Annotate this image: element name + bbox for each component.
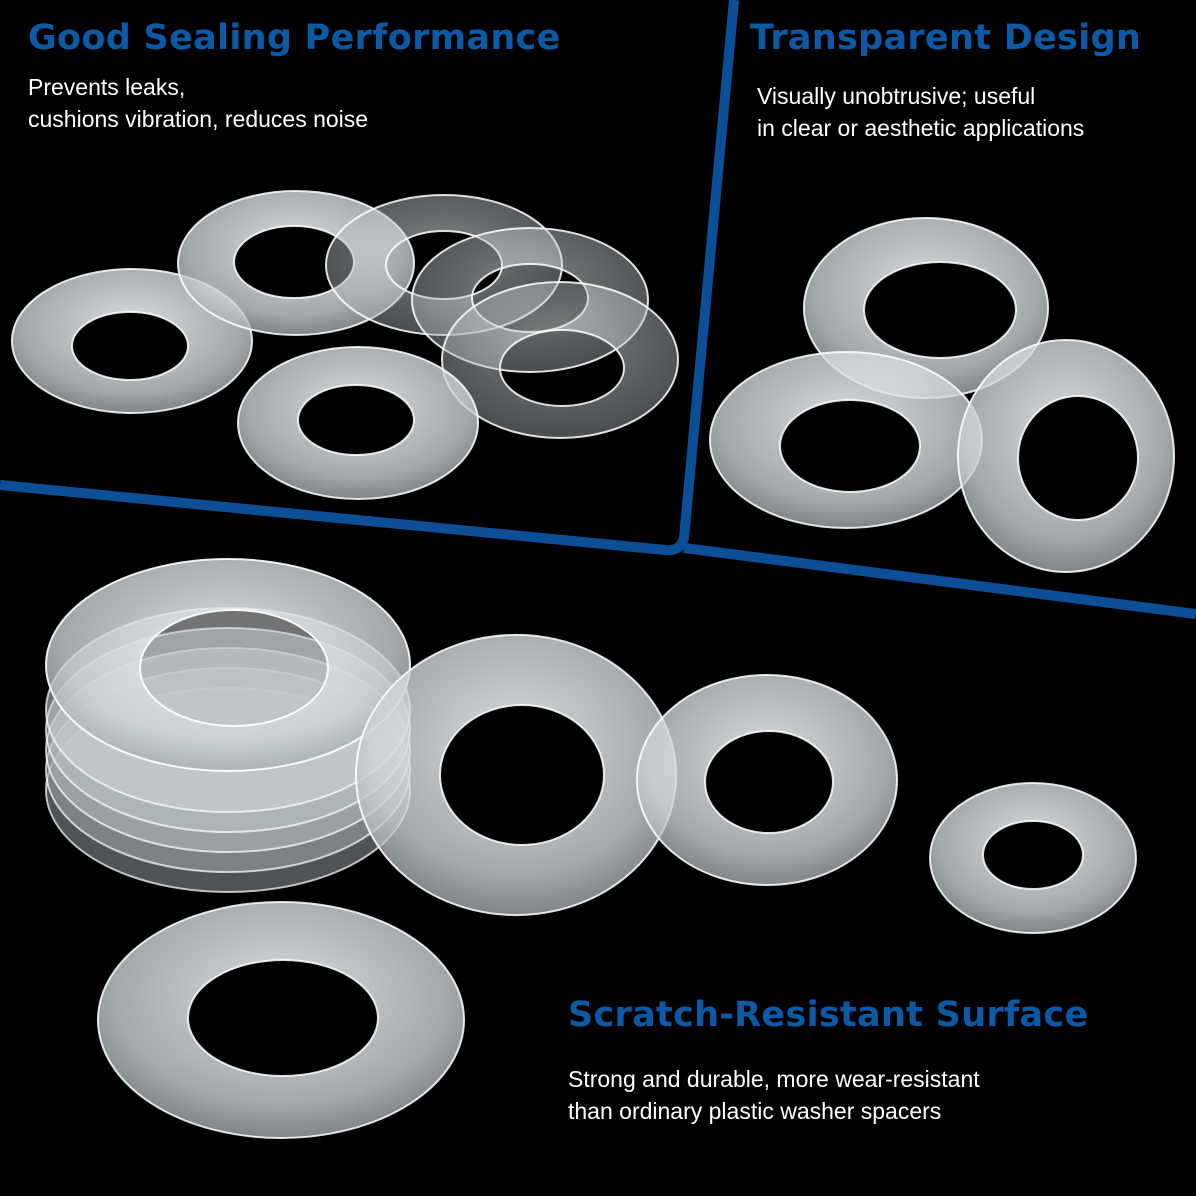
washer — [236, 346, 480, 500]
transparent-line: in clear or aesthetic applications — [757, 115, 1085, 141]
washer-stack — [44, 558, 412, 893]
scratch-title: Scratch-Resistant Surface — [568, 995, 1089, 1035]
washer — [708, 351, 984, 529]
sealing-description: Prevents leaks, cushions vibration, redu… — [28, 71, 368, 135]
washer — [956, 339, 1176, 573]
washer — [10, 268, 254, 414]
washer — [96, 901, 466, 1139]
transparent-title: Transparent Design — [750, 18, 1142, 58]
panel-dividers — [0, 0, 1196, 619]
washer — [440, 281, 680, 439]
sealing-title: Good Sealing Performance — [28, 18, 561, 58]
washer — [354, 634, 678, 916]
sealing-line: Prevents leaks, — [28, 74, 186, 100]
scattered-washers — [10, 190, 680, 500]
scratch-line: Strong and durable, more wear-resistant — [568, 1066, 980, 1092]
washer — [635, 674, 899, 886]
trio-washers — [708, 217, 1176, 573]
scratch-line: than ordinary plastic washer spacers — [568, 1098, 942, 1124]
transparent-description: Visually unobtrusive; useful in clear or… — [757, 80, 1084, 144]
assorted-washers — [96, 634, 1138, 1139]
transparent-line: Visually unobtrusive; useful — [757, 83, 1036, 109]
washer — [44, 558, 412, 772]
sealing-line: cushions vibration, reduces noise — [28, 106, 369, 132]
scratch-description: Strong and durable, more wear-resistant … — [568, 1063, 980, 1127]
washer — [928, 782, 1138, 934]
